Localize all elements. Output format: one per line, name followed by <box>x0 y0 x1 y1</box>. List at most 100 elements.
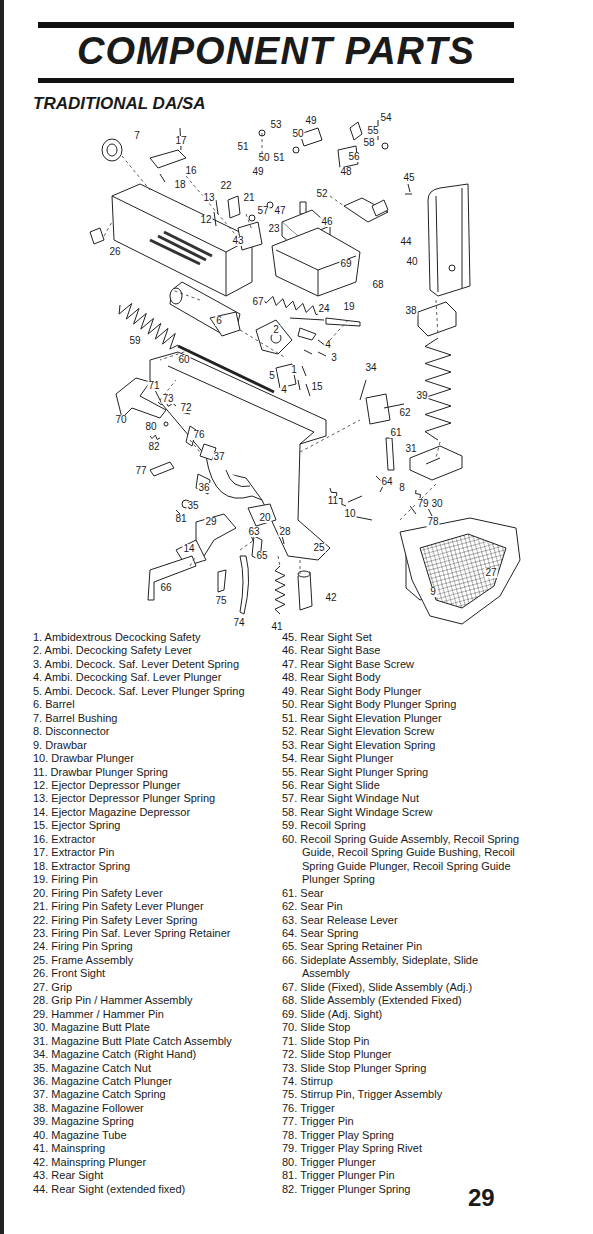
callout-number: 2 <box>272 325 280 335</box>
callout-number: 10 <box>343 509 356 519</box>
parts-list-entry: 74. Stirrup <box>282 1075 527 1088</box>
callout-number: 4 <box>324 340 332 350</box>
parts-list-entry: 1. Ambidextrous Decocking Safety <box>33 631 278 644</box>
callout-number: 79 <box>416 499 429 509</box>
part-outline <box>436 300 438 336</box>
callout-number: 41 <box>270 622 283 632</box>
parts-list-entry: 51. Rear Sight Elevation Plunger <box>282 712 527 725</box>
parts-list-entry: 50. Rear Sight Body Plunger Spring <box>282 698 527 711</box>
spring-coil <box>416 490 421 498</box>
part-outline <box>218 570 226 592</box>
parts-list-entry: 7. Barrel Bushing <box>33 712 278 725</box>
parts-list-entry: 70. Slide Stop <box>282 1021 527 1034</box>
parts-list-entry: 29. Hammer / Hammer Pin <box>33 1008 278 1021</box>
callout-number: 8 <box>398 483 406 493</box>
parts-list-entry: 40. Magazine Tube <box>33 1129 278 1142</box>
callout-number: 39 <box>415 391 428 401</box>
part-outline <box>112 196 252 296</box>
callout-number: 50 <box>257 153 270 163</box>
callout-number: 50 <box>291 129 304 139</box>
callout-number: 45 <box>402 173 415 183</box>
part-outline <box>298 328 316 340</box>
callout-number: 28 <box>278 527 291 537</box>
part-outline <box>107 144 117 156</box>
part-outline <box>190 440 200 452</box>
parts-list-entry: 15. Ejector Spring <box>33 819 278 832</box>
parts-list-entry: 31. Magazine Butt Plate Catch Assembly <box>33 1035 278 1048</box>
callout-number: 31 <box>404 444 417 454</box>
parts-list-entry: 42. Mainspring Plunger <box>33 1156 278 1169</box>
parts-list-entry: 26. Front Sight <box>33 967 278 980</box>
part-outline <box>276 250 356 296</box>
spring-coil <box>119 303 178 349</box>
callout-number: 49 <box>251 167 264 177</box>
callout-number: 76 <box>192 430 205 440</box>
parts-list-entry: 71. Slide Stop Pin <box>282 1035 527 1048</box>
parts-list-entry: 68. Slide Assembly (Extended Fixed) <box>282 994 527 1007</box>
callout-number: 80 <box>144 422 157 432</box>
callout-number: 51 <box>272 153 285 163</box>
parts-list-entry: 3. Ambi. Decock. Saf. Lever Detent Sprin… <box>33 658 278 671</box>
callout-number: 69 <box>339 259 352 269</box>
part-outline <box>210 312 240 336</box>
part-outline <box>240 556 249 614</box>
parts-list-entry: 35. Magazine Catch Nut <box>33 1062 278 1075</box>
callout-number: 52 <box>315 189 328 199</box>
callout-number: 15 <box>310 382 323 392</box>
callout-number: 73 <box>161 394 174 404</box>
part-outline <box>116 378 166 418</box>
callout-number: 25 <box>312 543 325 553</box>
part-outline <box>300 202 306 214</box>
callout-number: 60 <box>177 355 190 365</box>
parts-list-entry: 47. Rear Sight Base Screw <box>282 658 527 671</box>
part-outline <box>122 156 150 190</box>
part-outline <box>160 174 165 182</box>
callout-number: 43 <box>231 236 244 246</box>
callout-number: 74 <box>232 618 245 628</box>
parts-list-entry: 54. Rear Sight Plunger <box>282 752 527 765</box>
callout-number: 49 <box>304 116 317 126</box>
callout-number: 53 <box>269 120 282 130</box>
parts-list-entry: 78. Trigger Play Spring <box>282 1129 527 1142</box>
spring-coil <box>150 435 160 439</box>
part-outline <box>246 214 252 230</box>
callout-number: 1 <box>290 365 298 375</box>
spring-coil <box>262 296 322 314</box>
part-outline <box>228 196 240 218</box>
parts-list-entry: 9. Drawbar <box>33 739 278 752</box>
callout-number: 26 <box>108 247 121 257</box>
callout-number: 9 <box>429 587 437 597</box>
part-outline <box>304 340 326 356</box>
callout-number: 16 <box>184 166 197 176</box>
part-outline <box>119 296 451 614</box>
part-outline <box>426 458 440 464</box>
parts-list-entry: 34. Magazine Catch (Right Hand) <box>33 1048 278 1061</box>
parts-list-entry: 80. Trigger Plunger <box>282 1156 527 1169</box>
callout-number: 46 <box>320 217 333 227</box>
part-outline <box>420 534 506 608</box>
callout-number: 36 <box>197 483 210 493</box>
callout-number: 14 <box>182 544 195 554</box>
part-outline <box>206 456 262 500</box>
parts-list-entry: 76. Trigger <box>282 1102 527 1115</box>
part-outline <box>256 320 292 354</box>
parts-list-entry: 46. Rear Sight Base <box>282 644 527 657</box>
parts-list-entry: 11. Drawbar Plunger Spring <box>33 766 278 779</box>
part-outline <box>278 556 280 566</box>
page-number: 29 <box>468 1184 495 1212</box>
part-outline <box>104 222 112 236</box>
part-outline <box>330 318 350 340</box>
part-outline <box>248 504 276 526</box>
part-outline <box>186 176 240 240</box>
parts-list-entry: 44. Rear Sight (extended fixed) <box>33 1183 278 1196</box>
callout-number: 82 <box>147 442 160 452</box>
parts-list-entry: 4. Ambi. Decocking Saf. Lever Plunger <box>33 671 278 684</box>
part-outline <box>240 540 254 550</box>
part-outline <box>102 139 122 161</box>
part-outline <box>400 518 520 624</box>
part-outline <box>410 446 462 480</box>
callout-number: 21 <box>242 193 255 203</box>
part-outline <box>38 78 514 83</box>
callout-number: 78 <box>426 517 439 527</box>
part-outline <box>372 200 388 216</box>
